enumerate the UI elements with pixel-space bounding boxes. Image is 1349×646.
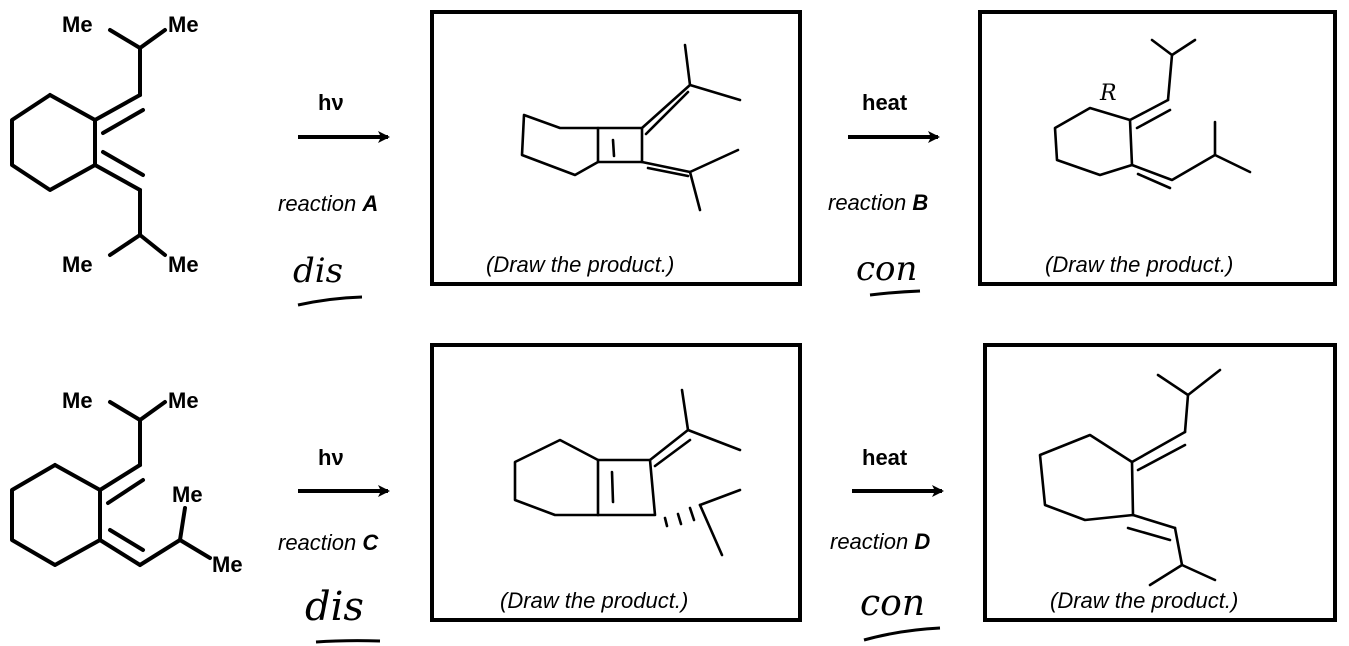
row2-product-sketch-1 bbox=[513, 388, 742, 557]
row1-reaction-b-letter: B bbox=[912, 190, 928, 215]
row1-reaction-b-condition: heat bbox=[862, 90, 908, 115]
row1-product-box-1 bbox=[430, 10, 802, 286]
row1-starting-material bbox=[10, 28, 167, 257]
row1-reaction-b-note: con bbox=[856, 249, 917, 289]
row2-reaction-c-condition: hν bbox=[318, 445, 344, 470]
row2-reaction-c-label: reaction C bbox=[278, 530, 379, 555]
row2-reaction-d-underline bbox=[863, 626, 941, 642]
row1-product-box-2 bbox=[978, 10, 1337, 286]
row2-product-box-2-caption: (Draw the product.) bbox=[1050, 588, 1238, 613]
row1-product-sketch-1 bbox=[520, 43, 742, 212]
row2-reaction-c-note: dis bbox=[305, 584, 364, 630]
row2-reaction-d-prefix: reaction bbox=[830, 529, 914, 554]
row1-me-label-4: Me bbox=[168, 252, 199, 277]
row1-reaction-a-letter: A bbox=[361, 191, 378, 216]
row2-product-sketch-2 bbox=[1038, 368, 1222, 587]
row1-product-sketch-2 bbox=[1053, 38, 1252, 190]
row1-product-box-2-note: R bbox=[1099, 81, 1117, 106]
row2-starting-material bbox=[10, 400, 212, 567]
row2-reaction-c-letter: C bbox=[362, 530, 379, 555]
row2-me-label-4: Me bbox=[212, 552, 243, 577]
row1-me-label-1: Me bbox=[62, 12, 93, 37]
row2-me-label-1: Me bbox=[62, 388, 93, 413]
row2-reaction-c-underline bbox=[315, 639, 381, 644]
row2-product-box-2 bbox=[983, 343, 1337, 622]
row1-reaction-b-underline bbox=[869, 289, 921, 297]
row1-product-box-2-caption: (Draw the product.) bbox=[1045, 252, 1233, 277]
row2-reaction-d-label: reaction D bbox=[830, 529, 930, 554]
row2-reaction-d-letter: D bbox=[914, 529, 930, 554]
row1-reaction-a-note: dis bbox=[293, 251, 343, 291]
row1-reaction-a-condition: hν bbox=[318, 90, 344, 115]
row1-reaction-a-prefix: reaction bbox=[278, 191, 362, 216]
row1-reaction-b-prefix: reaction bbox=[828, 190, 912, 215]
row2-reaction-c-prefix: reaction bbox=[278, 530, 362, 555]
row1-me-label-2: Me bbox=[168, 12, 199, 37]
row1-me-label-3: Me bbox=[62, 252, 93, 277]
row1-reaction-a-underline bbox=[297, 295, 363, 307]
row2-me-label-2: Me bbox=[168, 388, 199, 413]
row2-me-label-3: Me bbox=[172, 482, 203, 507]
row2-reaction-d-condition: heat bbox=[862, 445, 908, 470]
row1-product-box-1-caption: (Draw the product.) bbox=[486, 252, 674, 277]
row1-reaction-a-label: reaction A bbox=[278, 191, 378, 216]
row2-product-box-1 bbox=[430, 343, 802, 622]
row2-reaction-d-note: con bbox=[860, 583, 925, 624]
row2-product-box-1-caption: (Draw the product.) bbox=[500, 588, 688, 613]
row1-reaction-b-label: reaction B bbox=[828, 190, 928, 215]
